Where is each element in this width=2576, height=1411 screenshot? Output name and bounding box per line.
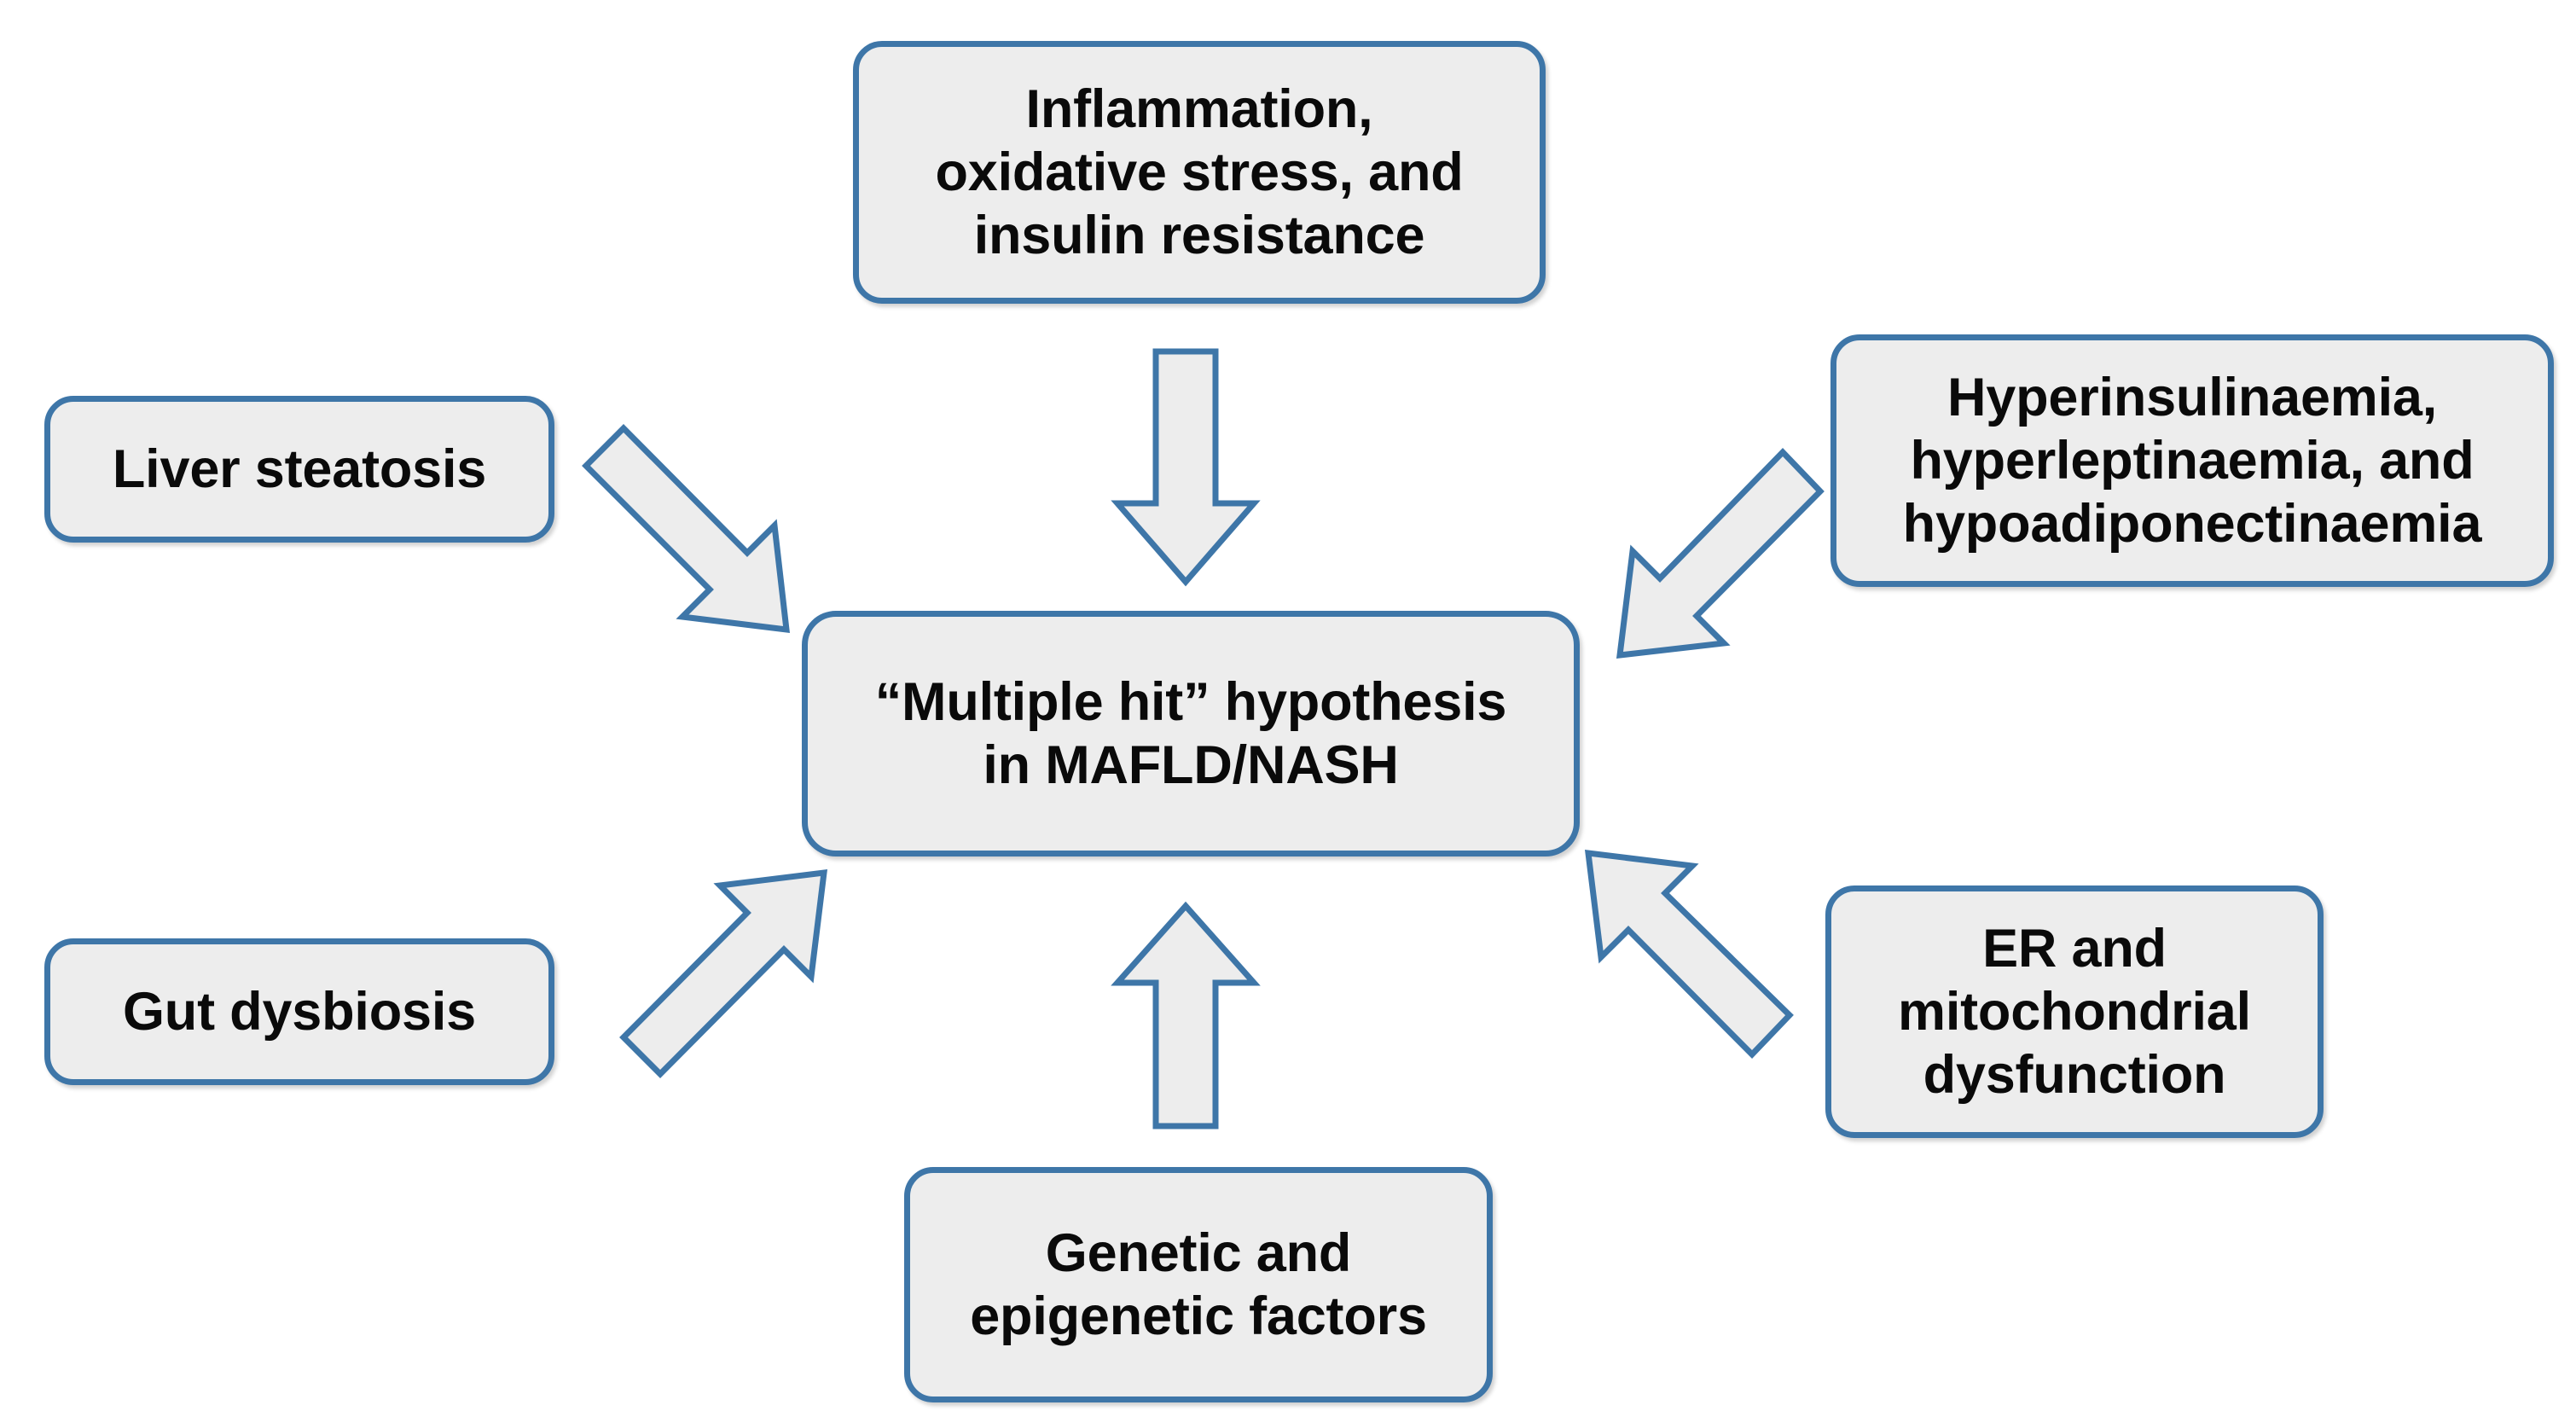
node-er-mitochondrial-dysfunction-label: ER and mitochondrial dysfunction [1898, 918, 2251, 1106]
node-inflammation[interactable]: Inflammation, oxidative stress, and insu… [853, 41, 1546, 304]
arrow-left-bottom-diagonal-icon [619, 868, 828, 1078]
node-er-mitochondrial-dysfunction[interactable]: ER and mitochondrial dysfunction [1825, 886, 2324, 1138]
node-hyperinsulinaemia[interactable]: Hyperinsulinaemia, hyperleptinaemia, and… [1830, 334, 2554, 587]
node-liver-steatosis[interactable]: Liver steatosis [44, 396, 554, 543]
arrow-top-down-icon [1111, 348, 1261, 587]
arrow-right-top-diagonal-icon [1616, 447, 1825, 659]
node-multiple-hit-hypothesis-label: “Multiple hit” hypothesis in MAFLD/NASH [874, 671, 1507, 795]
node-gut-dysbiosis-label: Gut dysbiosis [123, 981, 476, 1042]
arrow-bottom-up-icon [1111, 901, 1261, 1129]
node-genetic-epigenetic-factors-label: Genetic and epigenetic factors [970, 1222, 1427, 1346]
arrow-left-top-diagonal-icon [582, 424, 790, 634]
node-hyperinsulinaemia-label: Hyperinsulinaemia, hyperleptinaemia, and… [1902, 367, 2482, 555]
node-inflammation-label: Inflammation, oxidative stress, and insu… [935, 78, 1464, 266]
node-gut-dysbiosis[interactable]: Gut dysbiosis [44, 938, 554, 1085]
node-genetic-epigenetic-factors[interactable]: Genetic and epigenetic factors [904, 1167, 1493, 1402]
node-liver-steatosis-label: Liver steatosis [112, 438, 487, 499]
node-multiple-hit-hypothesis[interactable]: “Multiple hit” hypothesis in MAFLD/NASH [802, 611, 1580, 856]
arrow-right-bottom-diagonal-icon [1584, 849, 1794, 1060]
